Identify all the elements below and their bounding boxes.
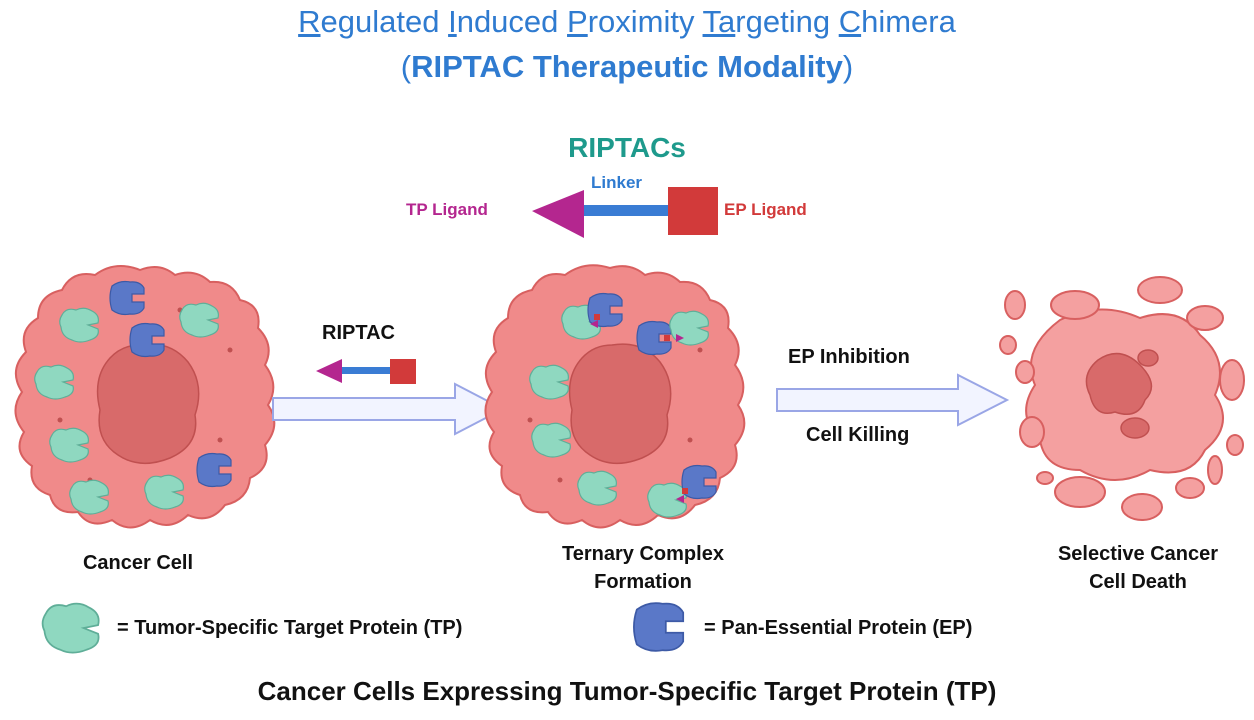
legend-ep-icon: [633, 602, 685, 652]
ep-ligand-square: [668, 187, 718, 235]
ep-ligand-label: EP Ligand: [724, 200, 807, 219]
cell3-label: Selective Cancer Cell Death: [1022, 540, 1254, 596]
title-word-5: Chimera: [838, 4, 956, 39]
linker-bar: [582, 205, 670, 216]
cancer-cell: [14, 265, 276, 529]
cell2-label: Ternary Complex Formation: [520, 540, 766, 596]
legend-tp-text: = Tumor-Specific Target Protein (TP): [117, 617, 463, 639]
arrow1-label: RIPTAC: [322, 322, 395, 344]
arrow2-label-top: EP Inhibition: [788, 346, 910, 368]
linker-label: Linker: [591, 173, 643, 192]
riptac-molecule: [532, 187, 718, 238]
title-subtitle: RIPTAC Therapeutic Modality: [411, 49, 843, 84]
arrow-1: [272, 359, 506, 436]
legend-ep-text: = Pan-Essential Protein (EP): [704, 617, 973, 639]
dead-cell: [999, 276, 1245, 521]
title-word-4: Targeting: [702, 4, 839, 39]
arrow2-label-bottom: Cell Killing: [806, 424, 910, 446]
tp-ligand-triangle: [532, 190, 584, 238]
title-line-1: Regulated Induced Proximity Targeting Ch…: [0, 4, 1254, 40]
title-word-2: Induced: [448, 4, 568, 39]
arrow-2: [776, 373, 1010, 427]
riptacs-heading: RIPTACs: [568, 132, 686, 163]
cell1-label: Cancer Cell: [82, 552, 194, 574]
legend-tp-icon: [41, 602, 100, 654]
title-word-3: Proximity: [567, 4, 703, 39]
cell3-label-line2: Cell Death: [1089, 571, 1187, 593]
ternary-complex-cell: [484, 264, 746, 529]
cell2-label-line1: Ternary Complex: [562, 543, 724, 565]
title-line-2: (RIPTAC Therapeutic Modality): [400, 49, 854, 84]
footer-caption: Cancer Cells Expressing Tumor-Specific T…: [257, 676, 997, 706]
cell3-label-line1: Selective Cancer: [1057, 543, 1219, 565]
tp-ligand-label: TP Ligand: [406, 200, 488, 219]
title-word-1: Regulated: [298, 4, 449, 39]
cell2-label-line2: Formation: [594, 571, 692, 593]
